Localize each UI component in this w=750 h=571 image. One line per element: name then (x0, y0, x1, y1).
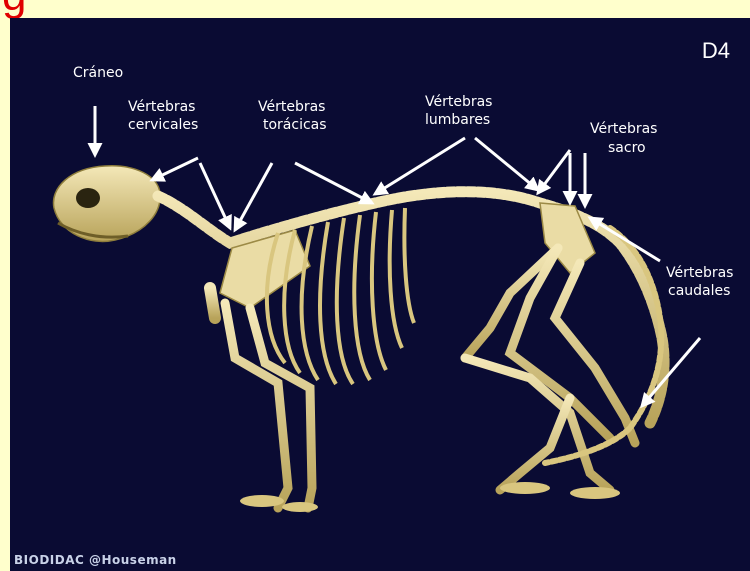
label-cervicales-line2: cervicales (128, 117, 198, 134)
skeleton-image-panel: D4 Cráneo Vértebras cervicales Vértebras… (10, 18, 750, 571)
label-caudales-line1: Vértebras (666, 265, 733, 282)
arrow-cervicales-2 (200, 163, 230, 228)
arrow-cervicales-1 (152, 158, 198, 180)
arrow-lumbares-1 (375, 138, 465, 194)
arrow-lumbares-2 (475, 138, 538, 190)
hind-legs (465, 248, 635, 490)
label-lumbares-line1: Vértebras (425, 94, 492, 111)
slide-title-fragment: g (2, 0, 26, 18)
label-toracicas-line2: torácicas (263, 117, 327, 134)
image-credit-watermark: BIODIDAC @Houseman (14, 553, 177, 567)
label-lumbares-line2: lumbares (425, 112, 490, 129)
skull (53, 166, 160, 242)
front-legs (210, 288, 312, 508)
cat-skeleton-figure (10, 18, 750, 571)
label-toracicas-line1: Vértebras (258, 99, 325, 116)
label-caudales-line2: caudales (668, 283, 730, 300)
arrow-sacro-1 (538, 150, 570, 193)
label-sacro-line2: sacro (608, 140, 646, 157)
label-sacro-line1: Vértebras (590, 121, 657, 138)
slide-code: D4 (702, 38, 730, 64)
arrow-toracicas-2 (295, 163, 372, 203)
arrow-toracicas-1 (235, 163, 272, 230)
arrow-caudales-2 (642, 338, 700, 406)
label-craneo: Cráneo (73, 65, 123, 82)
label-cervicales-line1: Vértebras (128, 99, 195, 116)
